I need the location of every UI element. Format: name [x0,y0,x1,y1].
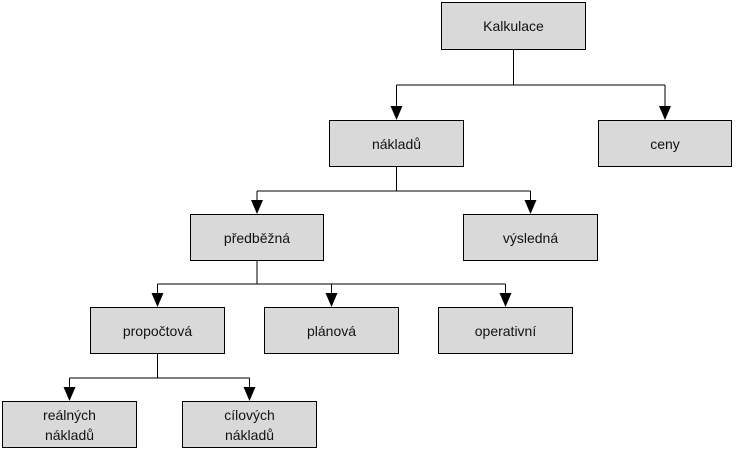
node-predbezna: předběžná [190,214,324,261]
node-kalkulace: Kalkulace [441,2,586,50]
node-nakladu: nákladů [329,120,464,167]
node-operativni: operativní [438,307,573,354]
node-propoctova: propočtová [90,307,225,354]
arrowhead-icon [499,293,512,307]
node-cilovych-nakladu: cílových nákladů [182,401,317,448]
node-realnych-nakladu: reálných nákladů [2,401,137,448]
node-ceny: ceny [598,120,732,167]
arrowhead-icon [243,387,256,401]
node-vysledna: výsledná [463,214,598,261]
arrowhead-icon [659,106,671,120]
node-planova: plánová [264,307,399,354]
arrowhead-icon [524,200,537,214]
arrowhead-icon [251,200,263,214]
arrowhead-icon [151,293,164,307]
arrowhead-icon [390,106,403,120]
arrowhead-icon [325,293,338,307]
arrowhead-icon [63,387,76,401]
